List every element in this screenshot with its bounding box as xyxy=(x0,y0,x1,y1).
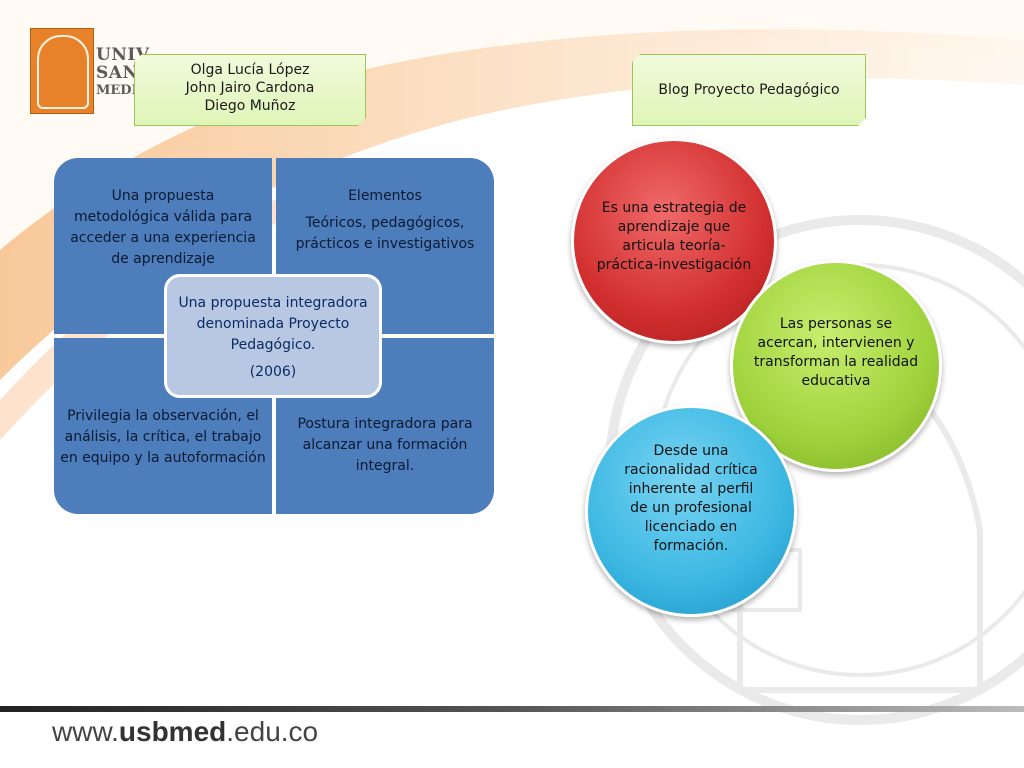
green-circle-text: Las personas se acercan, intervienen y t… xyxy=(753,316,919,389)
logo-line-1: UNIV xyxy=(96,45,150,65)
quadrant-top-left-text: Una propuesta metodológica válida para a… xyxy=(70,188,256,267)
quadrant-center-box: Una propuesta integradora denominada Pro… xyxy=(164,274,382,398)
quadrant-diagram: Una propuesta metodológica válida para a… xyxy=(54,158,494,514)
center-year: (2006) xyxy=(249,364,297,380)
logo-emblem xyxy=(37,35,89,109)
quadrant-bottom-right-text: Postura integradora para alcanzar una fo… xyxy=(297,416,473,474)
quadrant-top-right-text: Teóricos, pedagógicos, prácticos e inves… xyxy=(295,215,475,252)
author-name-3: Diego Muñoz xyxy=(204,98,296,114)
author-name-1: Olga Lucía López xyxy=(190,62,310,78)
red-circle-text: Es una estrategia de aprendizaje que art… xyxy=(596,200,752,273)
footer-url-domain: usbmed xyxy=(118,716,227,747)
blue-circle-text: Desde una racionalidad crítica inherente… xyxy=(624,443,758,554)
quadrant-top-right: Elementos Teóricos, pedagógicos, práctic… xyxy=(276,158,494,334)
authors-callout: Olga Lucía López John Jairo Cardona Dieg… xyxy=(134,54,366,126)
footer-url-suffix: .edu.co xyxy=(226,716,319,747)
footer-website-url: www.usbmed.edu.co xyxy=(52,716,318,748)
university-logo xyxy=(30,28,94,114)
red-circle: Es una estrategia de aprendizaje que art… xyxy=(571,138,777,344)
author-name-2: John Jairo Cardona xyxy=(185,80,315,96)
logo-line-3: MEDE xyxy=(96,83,142,98)
blue-circle: Desde una racionalidad crítica inherente… xyxy=(585,405,797,617)
footer-divider xyxy=(0,706,1024,712)
quadrant-top-right-title: Elementos xyxy=(348,188,422,204)
blog-title-callout: Blog Proyecto Pedagógico xyxy=(632,54,866,126)
center-text: Una propuesta integradora denominada Pro… xyxy=(178,295,368,353)
quadrant-bottom-left-text: Privilegia la observación, el análisis, … xyxy=(60,408,266,466)
footer-url-prefix: www. xyxy=(52,716,119,747)
blog-title: Blog Proyecto Pedagógico xyxy=(658,82,840,98)
